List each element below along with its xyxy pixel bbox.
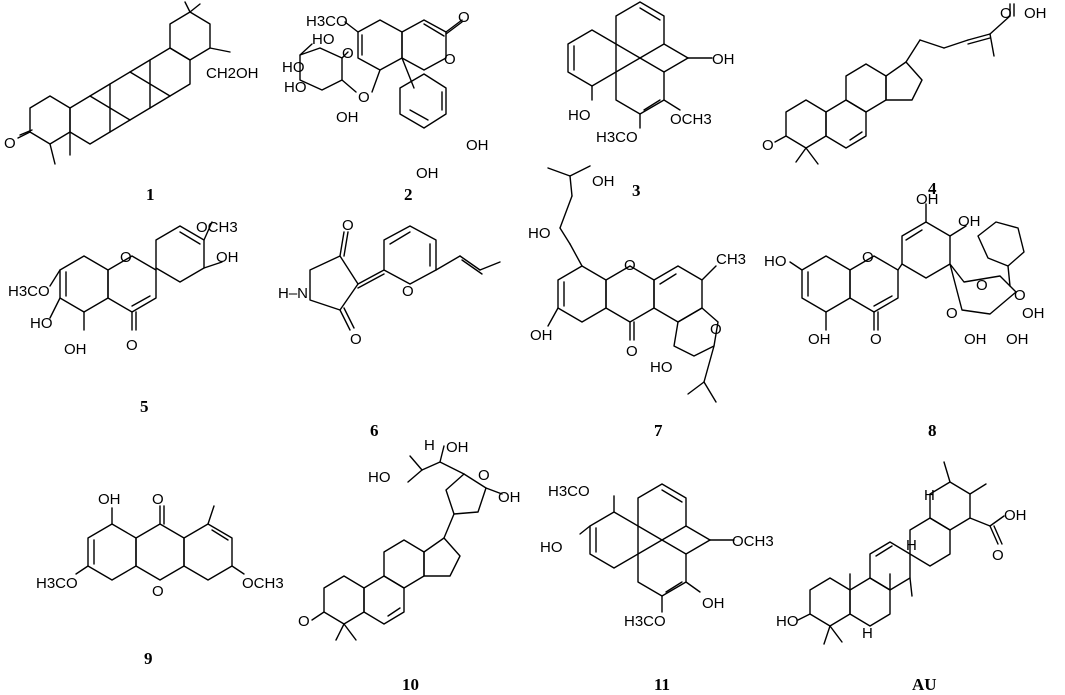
atom-label: H3CO [624,613,666,630]
atom-label: OH [964,331,987,348]
atom-label: H [862,625,873,642]
compound-number: 7 [654,421,663,440]
atom-label: OH [1004,507,1027,524]
atom-label: H [906,537,917,554]
structure-2 [299,19,463,129]
atom-label: O [1014,287,1026,304]
atom-label: O [4,135,16,152]
atom-label: HO [282,59,305,76]
structure-1 [17,1,231,165]
atom-label: H–N [278,285,308,302]
atom-label: O [626,343,638,360]
atom-label: OH [64,341,87,358]
atom-label: OH [416,165,439,182]
atom-label: OH [1022,305,1045,322]
atom-label: O [120,249,132,266]
atom-label: OCH3 [242,575,284,592]
atom-label: HO [368,469,391,486]
atom-label: OH [916,191,939,208]
atom-label: H3CO [36,575,78,592]
atom-label: HO [568,107,591,124]
atom-label: O [946,305,958,322]
compound-number: 6 [370,421,379,440]
structure-11 [579,483,735,613]
compound-number: 2 [404,185,413,204]
atom-label: OH [98,491,121,508]
atom-label: O [358,89,370,106]
atom-label: H3CO [8,283,50,300]
atom-label: O [870,331,882,348]
atom-label: O [1000,5,1012,22]
atom-label: H [924,487,935,504]
atom-label: OH [336,109,359,126]
atom-label: O [458,9,470,26]
structure-10 [311,445,503,641]
compound-number: 1 [146,185,155,204]
atom-label: OCH3 [732,533,774,550]
atom-label: OH [530,327,553,344]
structure-8 [789,203,1025,331]
compound-number: 4 [928,179,937,198]
atom-label: O [762,137,774,154]
atom-label: O [478,467,490,484]
atom-label: OH [592,173,615,190]
atom-label: OH [808,331,831,348]
compound-number: 8 [928,421,937,440]
atom-label: H3CO [548,483,590,500]
atom-label: H [424,437,435,454]
atom-label: OH [1024,5,1047,22]
atom-label: HO [776,613,799,630]
atom-label: O [350,331,362,348]
atom-label: HO [540,539,563,556]
structure-4 [774,3,1015,165]
atom-label: O [402,283,414,300]
atom-label: O [710,321,722,338]
atom-label: O [152,491,164,508]
atom-label: OH [958,213,981,230]
structure-3 [567,1,713,129]
atom-label: H3CO [306,13,348,30]
compound-number: 10 [402,675,419,694]
atom-label: O [342,217,354,234]
atom-label: O [992,547,1004,564]
atom-label: HO [650,359,673,376]
atom-label: O [126,337,138,354]
structure-6 [309,225,501,331]
atom-label: OH [466,137,489,154]
atom-label: OH [1006,331,1029,348]
atom-label: OH [702,595,725,612]
compound-number: 3 [632,181,641,200]
atom-label: O [444,51,456,68]
atom-label: HO [30,315,53,332]
atom-label: H3CO [596,129,638,146]
compound-number: 9 [144,649,153,668]
atom-label: O [342,45,354,62]
atom-label: O [976,277,988,294]
structure-9 [75,505,245,581]
structure-7 [547,165,719,403]
structure-5 [49,221,223,331]
atom-label: HO [284,79,307,96]
atom-label: O [862,249,874,266]
atom-label: HO [528,225,551,242]
atom-label: OCH3 [196,219,238,236]
atom-label: O [152,583,164,600]
compound-number: 5 [140,397,149,416]
atom-label: HO [764,253,787,270]
atom-label: O [298,613,310,630]
atom-label: CH2OH [206,65,259,82]
atom-label: O [624,257,636,274]
atom-label: OH [446,439,469,456]
atom-label: CH3 [716,251,746,268]
atom-label: OH [498,489,521,506]
compound-number: 11 [654,675,670,694]
atom-label: OH [216,249,239,266]
atom-label: OH [712,51,735,68]
atom-label: OCH3 [670,111,712,128]
structure-au [797,461,1005,645]
compound-number: AU [912,675,937,694]
atom-label: HO [312,31,335,48]
